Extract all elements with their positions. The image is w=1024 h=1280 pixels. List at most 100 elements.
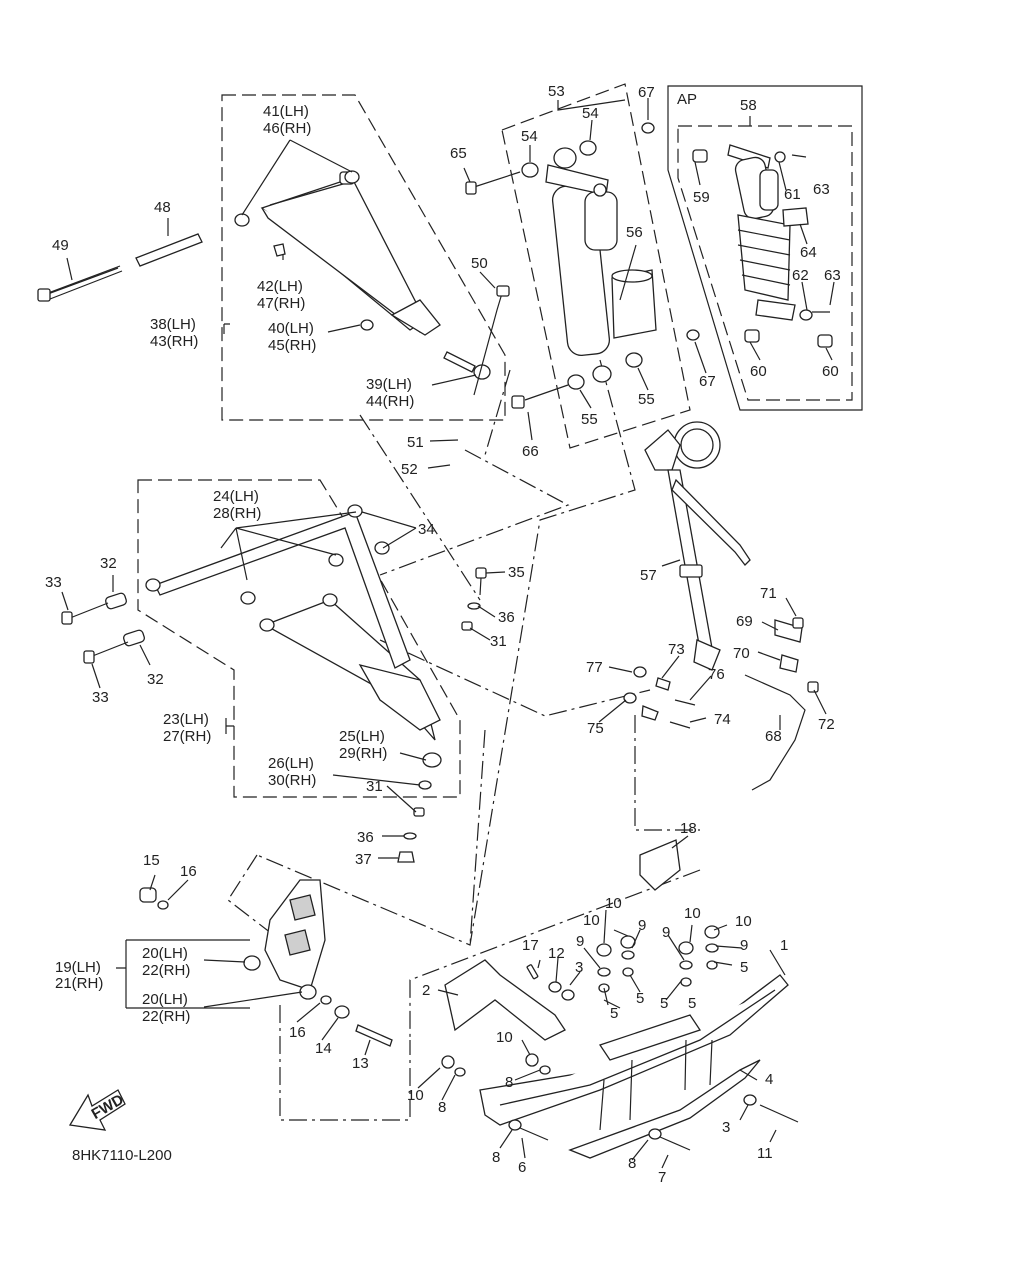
dashdot-leaders: [227, 359, 701, 1121]
callout-6: 6: [518, 1159, 526, 1176]
callout-26-lh: 26(LH): [268, 755, 314, 772]
callout-76: 76: [708, 666, 725, 683]
callout-3: 3: [722, 1119, 730, 1136]
callout-21-rh: 21(RH): [55, 975, 103, 992]
callout-18: 18: [680, 820, 697, 837]
callout-31: 31: [366, 778, 383, 795]
callout-10: 10: [496, 1029, 513, 1046]
callout-41-lh: 41(LH): [263, 103, 309, 120]
callout-49: 49: [52, 237, 69, 254]
callout-30-rh: 30(RH): [268, 772, 316, 789]
ski-assembly: [441, 839, 799, 1159]
callout-37: 37: [355, 851, 372, 868]
callout-55: 55: [581, 411, 598, 428]
callout-4: 4: [765, 1071, 773, 1088]
lower-a-arm-assembly: [61, 504, 487, 863]
callout-33: 33: [92, 689, 109, 706]
callout-75: 75: [587, 720, 604, 737]
callout-16: 16: [289, 1024, 306, 1041]
callout-15: 15: [143, 852, 160, 869]
callout-5: 5: [636, 990, 644, 1007]
callout-38-lh: 38(LH): [150, 316, 196, 333]
callout-57: 57: [640, 567, 657, 584]
callout-20-lh: 20(LH): [142, 991, 188, 1008]
callout-9: 9: [576, 933, 584, 950]
callout-22-rh: 22(RH): [142, 962, 190, 979]
callout-31: 31: [490, 633, 507, 650]
callout-55: 55: [638, 391, 655, 408]
callout-54: 54: [582, 105, 599, 122]
callout-63: 63: [824, 267, 841, 284]
callout-60: 60: [750, 363, 767, 380]
callout-36: 36: [498, 609, 515, 626]
callout-71: 71: [760, 585, 777, 602]
callout-58: 58: [740, 97, 757, 114]
callout-5: 5: [660, 995, 668, 1012]
callout-10: 10: [735, 913, 752, 930]
callout-56: 56: [626, 224, 643, 241]
callout-46-rh: 46(RH): [263, 120, 311, 137]
callout-45-rh: 45(RH): [268, 337, 316, 354]
callout-9: 9: [740, 937, 748, 954]
callout-labels: AP 8HK7110-L200 1 2 3 3 4 5 5 5 5 5 6 7 …: [45, 83, 841, 1186]
ap-shock-assembly: [692, 144, 833, 348]
ap-box-label: AP: [677, 91, 697, 108]
gauge-and-adjuster-assembly: [623, 421, 819, 791]
callout-77: 77: [586, 659, 603, 676]
callout-20-lh: 20(LH): [142, 945, 188, 962]
callout-43-rh: 43(RH): [150, 333, 198, 350]
callout-13: 13: [352, 1055, 369, 1072]
callout-29-rh: 29(RH): [339, 745, 387, 762]
callout-32: 32: [147, 671, 164, 688]
callout-62: 62: [792, 267, 809, 284]
callout-1: 1: [780, 937, 788, 954]
callout-27-rh: 27(RH): [163, 728, 211, 745]
callout-54: 54: [521, 128, 538, 145]
callout-39-lh: 39(LH): [366, 376, 412, 393]
callout-67: 67: [638, 84, 655, 101]
callout-36: 36: [357, 829, 374, 846]
callout-34: 34: [418, 521, 435, 538]
callout-9: 9: [662, 924, 670, 941]
diagram-code: 8HK7110-L200: [72, 1147, 172, 1164]
callout-16: 16: [180, 863, 197, 880]
callout-11: 11: [757, 1145, 773, 1162]
callout-7: 7: [658, 1169, 666, 1186]
callout-47-rh: 47(RH): [257, 295, 305, 312]
callout-50: 50: [471, 255, 488, 272]
callout-28-rh: 28(RH): [213, 505, 261, 522]
callout-10: 10: [605, 895, 622, 912]
callout-42-lh: 42(LH): [257, 278, 303, 295]
callout-24-lh: 24(LH): [213, 488, 259, 505]
group-boundaries: [137, 83, 863, 798]
callout-14: 14: [315, 1040, 332, 1057]
callout-66: 66: [522, 443, 539, 460]
upper-a-arm-assembly: [37, 170, 510, 396]
fwd-arrow-icon: FWD: [68, 1089, 127, 1131]
callout-8: 8: [505, 1074, 513, 1091]
callout-61: 61: [784, 186, 801, 203]
callout-8: 8: [492, 1149, 500, 1166]
callout-72: 72: [818, 716, 835, 733]
callout-74: 74: [714, 711, 731, 728]
callout-8: 8: [628, 1155, 636, 1172]
spindle-assembly: [139, 879, 393, 1047]
callout-2: 2: [422, 982, 430, 999]
callout-44-rh: 44(RH): [366, 393, 414, 410]
callout-leader-lines: [61, 98, 835, 1169]
shock-absorber-assembly: [465, 122, 700, 409]
callout-63: 63: [813, 181, 830, 198]
callout-69: 69: [736, 613, 753, 630]
callout-73: 73: [668, 641, 685, 658]
callout-40-lh: 40(LH): [268, 320, 314, 337]
callout-67: 67: [699, 373, 716, 390]
callout-8: 8: [438, 1099, 446, 1116]
callout-32: 32: [100, 555, 117, 572]
callout-59: 59: [693, 189, 710, 206]
callout-9: 9: [638, 917, 646, 934]
callout-10: 10: [684, 905, 701, 922]
callout-51: 51: [407, 434, 424, 451]
callout-23-lh: 23(LH): [163, 711, 209, 728]
callout-53: 53: [548, 83, 565, 100]
